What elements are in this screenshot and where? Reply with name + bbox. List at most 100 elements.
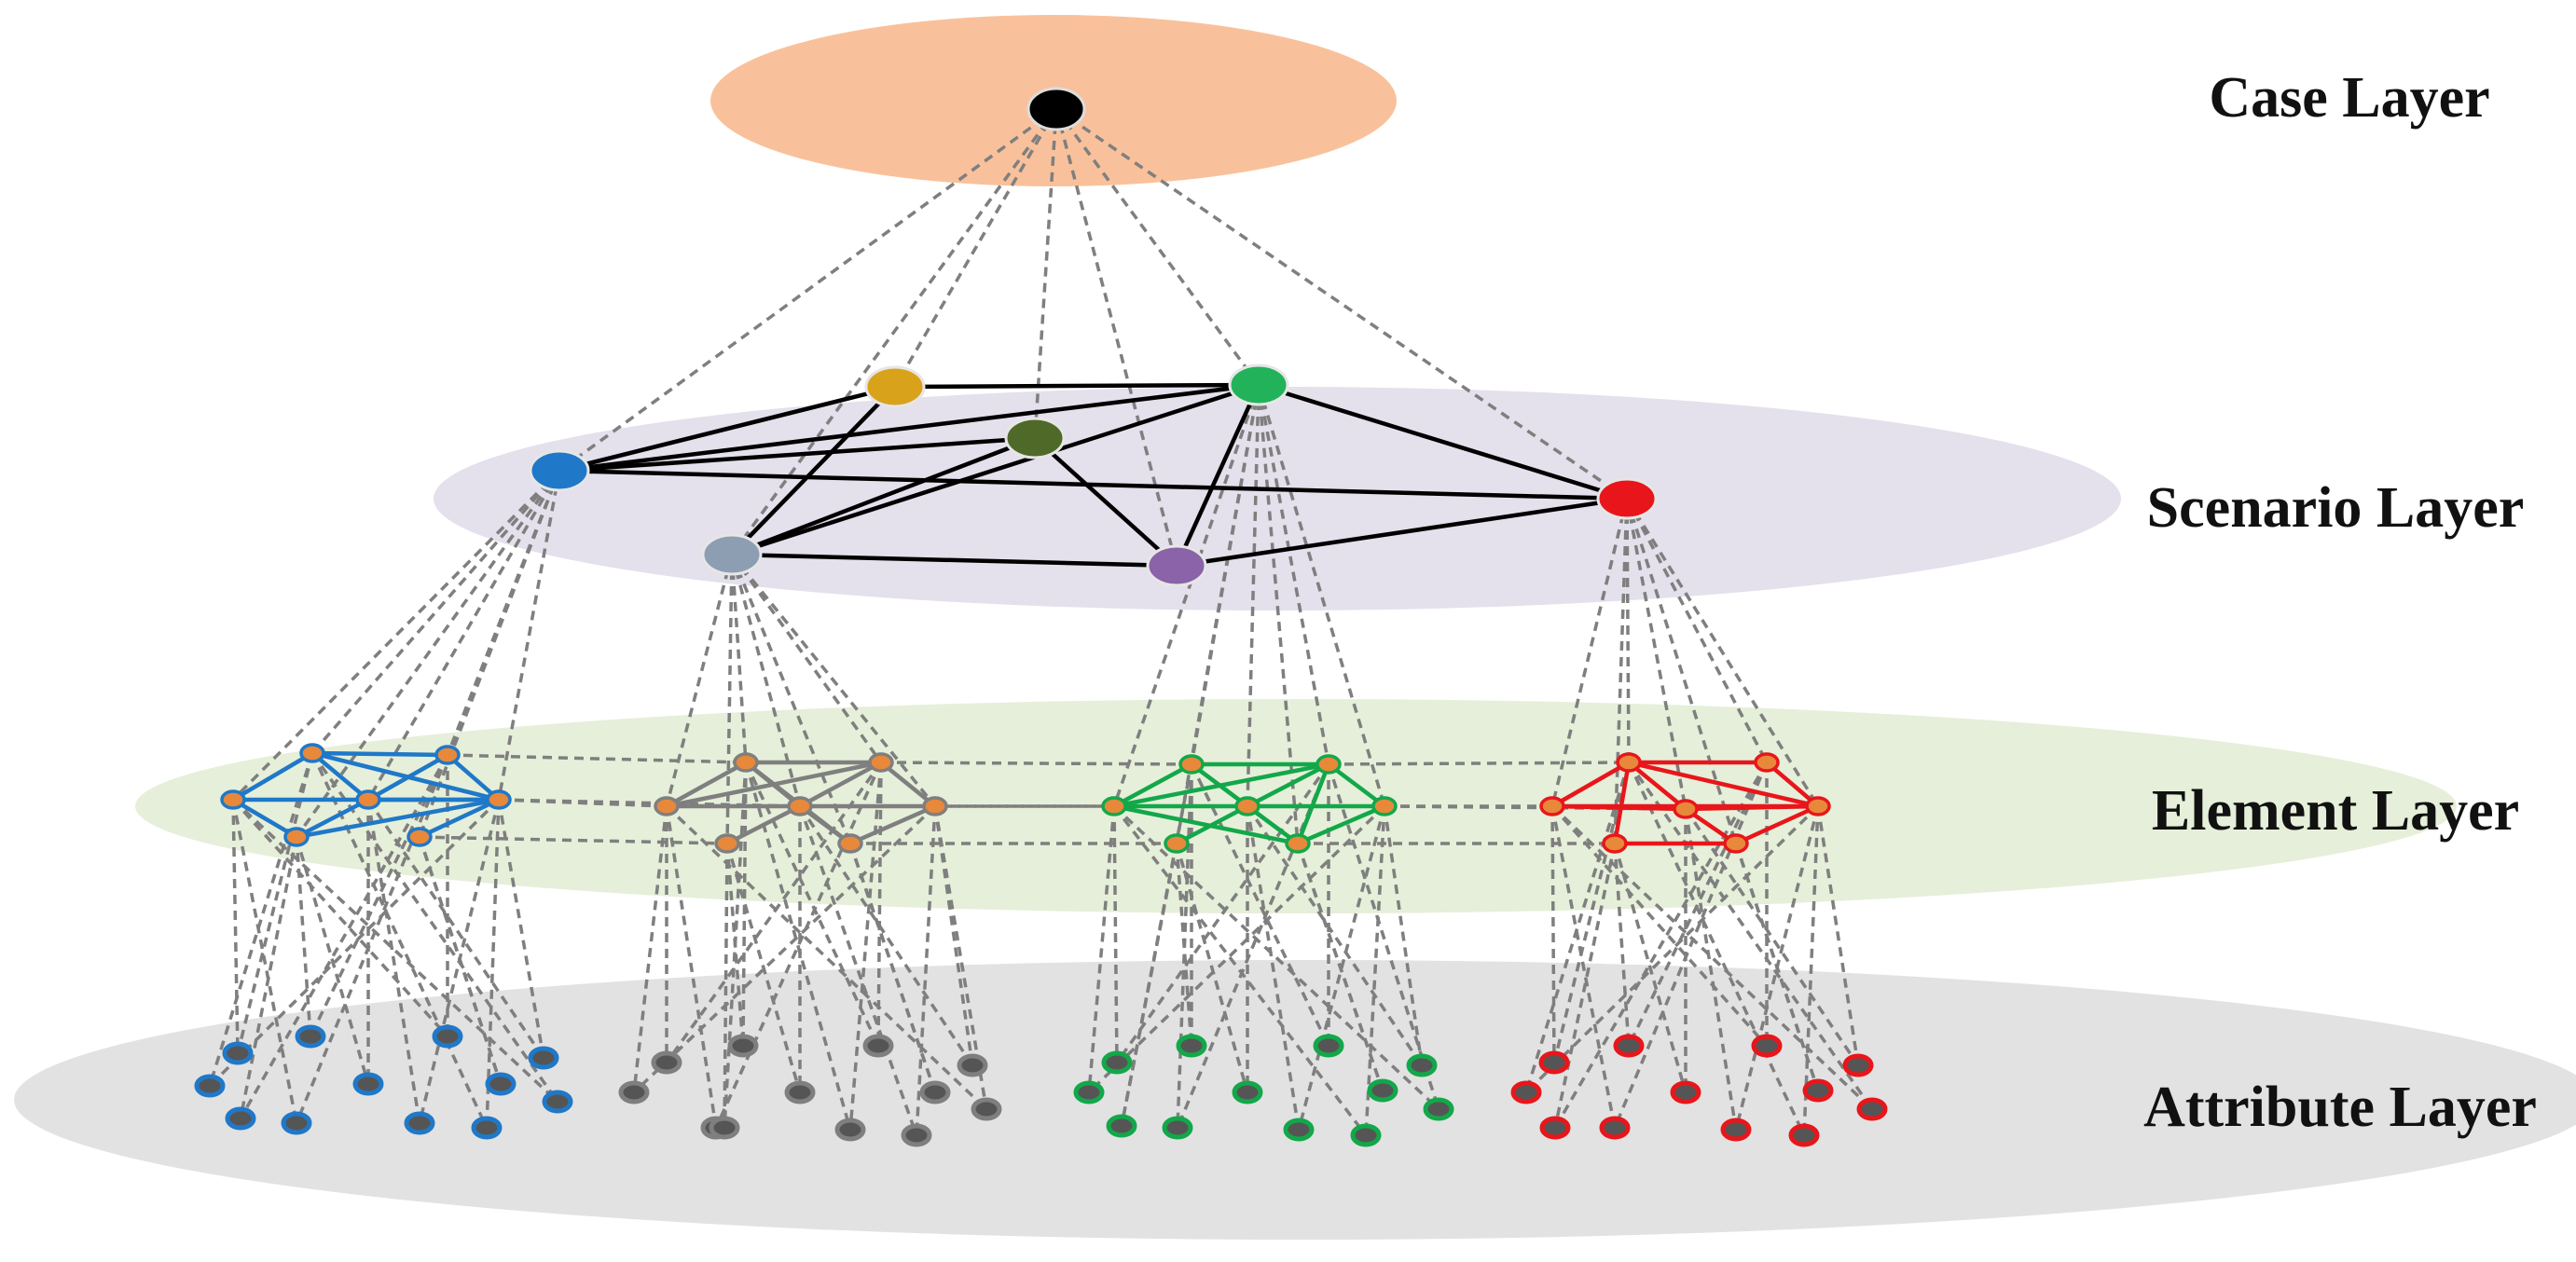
gray-element-edge: [798, 761, 883, 808]
element-to-attribute-link: [1550, 804, 1874, 1111]
scenario-layer-label: Scenario Layer: [2147, 476, 2525, 540]
red-attribute-node: [1613, 1034, 1645, 1058]
blue-attribute-node: [222, 1041, 254, 1065]
gray-attribute-node: [834, 1118, 866, 1142]
scenario-node-purple: [1146, 544, 1207, 587]
element-to-attribute-link: [1190, 763, 1330, 1047]
blue-element-edge: [231, 751, 314, 802]
element-to-attribute-link: [1684, 808, 1738, 1131]
element-to-attribute-link: [231, 798, 559, 1104]
red-attribute-node: [1751, 1034, 1783, 1058]
element-to-attribute-link: [665, 804, 988, 1111]
scenario-node-blue: [529, 449, 590, 492]
scenario-to-element-link: [295, 469, 561, 839]
element-cluster-edges: [231, 750, 1820, 846]
gray-element-node: [868, 752, 894, 773]
element-to-attribute-link: [231, 798, 449, 1038]
red-element-node: [1539, 796, 1565, 816]
gray-element-node: [787, 796, 813, 816]
green-element-edge: [1327, 762, 1386, 808]
red-element-node: [1616, 752, 1642, 773]
green-attribute-node: [1423, 1097, 1454, 1121]
blue-element-node: [406, 827, 433, 847]
element-to-attribute-link: [933, 805, 974, 1066]
blue-attribute-node: [542, 1090, 573, 1114]
green-attribute-node: [1406, 1053, 1438, 1077]
case-layer-label: Case Layer: [2209, 66, 2489, 130]
scenario-edge: [894, 382, 1260, 390]
gray-attribute-node: [862, 1034, 894, 1058]
red-attribute-node: [1802, 1078, 1834, 1103]
element-to-attribute-link: [208, 798, 501, 1088]
scenario-to-element-link: [730, 554, 802, 807]
element-to-attribute-link: [1613, 761, 1769, 1129]
element-to-attribute-link: [1734, 805, 1820, 1131]
green-attribute-node: [1101, 1050, 1133, 1075]
element-to-attribute-link: [714, 761, 883, 1129]
red-attribute-node: [1788, 1123, 1820, 1147]
scenario-edge: [730, 385, 897, 556]
green-attribute-node: [1232, 1080, 1263, 1104]
element-to-attribute-link: [798, 805, 974, 1066]
scenario-edge: [1258, 382, 1628, 501]
green-element-edge: [1297, 803, 1385, 846]
gray-element-node: [733, 752, 759, 773]
red-element-node: [1754, 752, 1780, 773]
element-to-attribute-link: [1524, 761, 1631, 1093]
element-to-attribute-link: [1383, 805, 1424, 1066]
element-to-attribute-link: [236, 752, 314, 1054]
gray-element-edge: [849, 803, 936, 846]
element-cross-cluster-link: [498, 798, 801, 808]
element-to-attribute-link: [418, 799, 501, 1124]
scenario-to-element-link: [366, 470, 561, 801]
blue-element-edge: [310, 751, 370, 802]
scenario-to-element-link: [1246, 384, 1260, 807]
element-to-attribute-link: [1246, 805, 1424, 1066]
blue-attribute-node: [432, 1024, 463, 1049]
element-to-attribute-link: [848, 761, 883, 1131]
blue-element-node: [486, 789, 512, 810]
gray-attribute-node: [919, 1080, 951, 1104]
scenario-to-element-link: [1550, 498, 1629, 807]
red-element-node: [1805, 796, 1831, 816]
gray-element-node: [654, 796, 680, 816]
scenario-to-element-link: [1257, 384, 1330, 765]
blue-element-node: [434, 745, 461, 765]
element-to-attribute-link: [295, 754, 449, 1124]
element-layer-label: Element Layer: [2152, 779, 2519, 843]
element-to-attribute-link: [1327, 763, 1440, 1110]
blue-element-edge: [295, 798, 370, 839]
element-to-attribute-link: [1524, 804, 1820, 1094]
element-to-attribute-link: [1297, 805, 1386, 1131]
element-to-attribute-link: [1550, 805, 1617, 1129]
scenario-edge: [558, 382, 1260, 473]
gray-attribute-node: [618, 1080, 650, 1104]
gray-attribute-node: [957, 1053, 988, 1077]
blue-element-edge: [419, 797, 500, 840]
red-element-node: [1723, 833, 1749, 854]
element-to-attribute-link: [725, 843, 802, 1093]
element-to-attribute-link: [1176, 763, 1193, 1129]
element-to-attribute-link: [798, 805, 918, 1136]
blue-element-node: [283, 827, 310, 847]
scenario-to-element-link: [1625, 498, 1631, 763]
red-attribute-node: [1599, 1116, 1631, 1140]
green-element-edge: [1295, 763, 1331, 844]
green-element-node: [1371, 796, 1398, 816]
element-to-attribute-link: [231, 799, 298, 1124]
scenario-node-gray: [701, 533, 763, 576]
red-attribute-node: [1670, 1080, 1701, 1104]
case-node: [1026, 87, 1086, 131]
element-to-attribute-link: [632, 805, 668, 1093]
green-attribute-node: [1367, 1078, 1398, 1103]
case-to-scenario-link: [893, 108, 1058, 388]
element-to-attribute-link: [1246, 805, 1301, 1131]
element-to-attribute-link: [1550, 805, 1556, 1063]
element-to-attribute-link: [665, 805, 718, 1129]
element-to-attribute-link: [295, 836, 370, 1085]
case-to-scenario-link: [730, 107, 1058, 556]
red-attribute-node: [1856, 1097, 1888, 1121]
gray-attribute-node: [727, 1034, 759, 1058]
red-attribute-node: [1538, 1050, 1570, 1075]
green-attribute-node: [1283, 1118, 1315, 1142]
